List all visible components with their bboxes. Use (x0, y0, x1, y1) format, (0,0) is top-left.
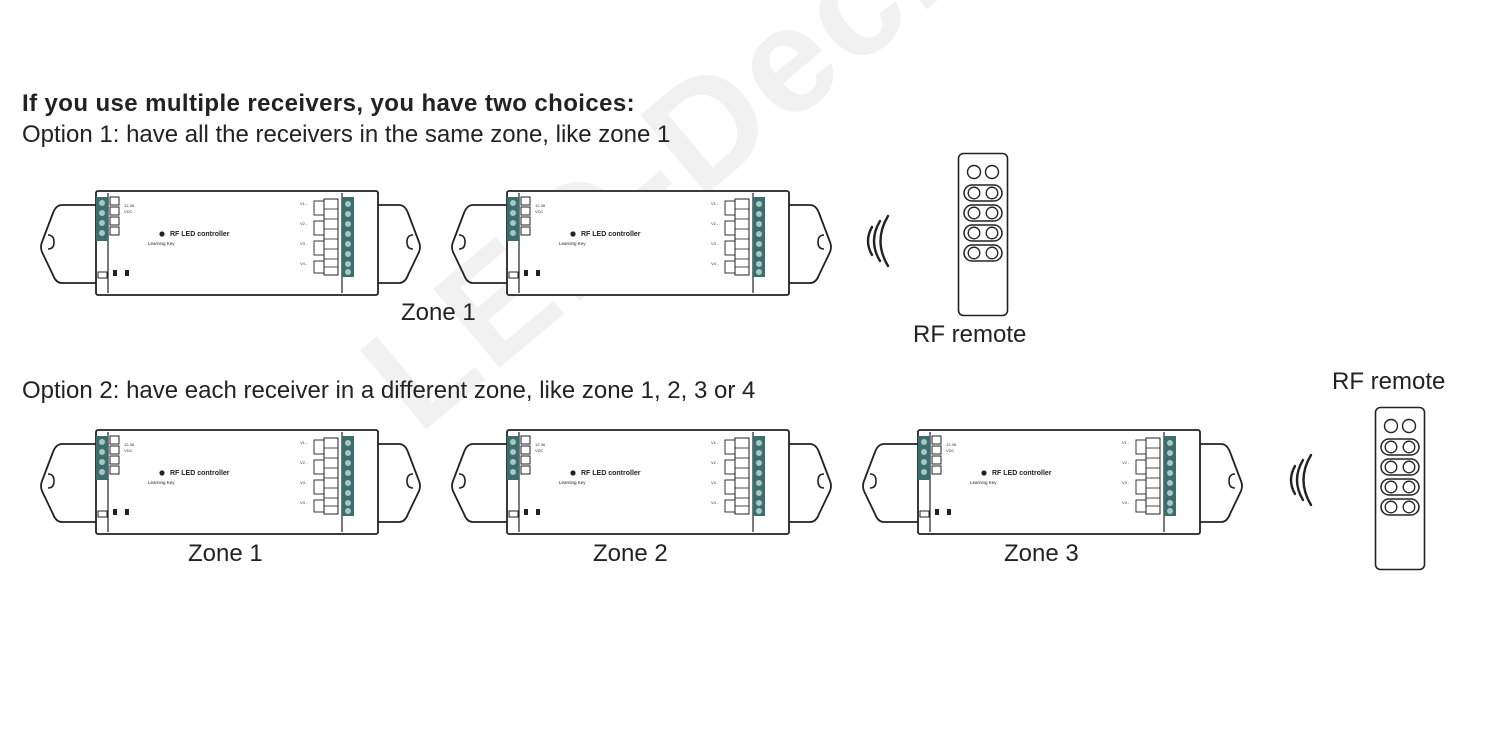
rf-led-controller-1: RF LED controller Learning Key (38, 187, 423, 297)
learning-key-label: Learning Key (970, 480, 997, 485)
wireless-signal-icon (862, 213, 896, 269)
zone-1-label: Zone 1 (188, 540, 263, 567)
wireless-signal-icon (1285, 452, 1319, 508)
rf-led-controller-2: RF LED controller Learning Key (449, 187, 834, 297)
controller-name-label: RF LED controller (581, 231, 641, 238)
rf-led-controller-zone-1: RF LED controller Learning Key (38, 426, 423, 536)
rf-led-controller-zone-2: RF LED controller Learning Key (449, 426, 834, 536)
controller-name-label: RF LED controller (992, 470, 1052, 477)
rf-remote-label: RF remote (913, 321, 1027, 348)
controller-name-label: RF LED controller (170, 470, 230, 477)
learning-key-label: Learning Key (559, 241, 586, 246)
zone-2-label: Zone 2 (593, 540, 668, 567)
rf-led-controller-zone-3: RF LED controller Learning Key (860, 426, 1245, 536)
learning-key-label: Learning Key (148, 480, 175, 485)
page-title: If you use multiple receivers, you have … (22, 90, 635, 117)
rf-remote-icon (957, 152, 1009, 317)
zone-label: Zone 1 (401, 299, 476, 326)
learning-key-label: Learning Key (559, 480, 586, 485)
option-2-text: Option 2: have each receiver in a differ… (22, 377, 756, 404)
zone-3-label: Zone 3 (1004, 540, 1079, 567)
controller-name-label: RF LED controller (170, 231, 230, 238)
option-1-text: Option 1: have all the receivers in the … (22, 121, 671, 148)
rf-remote-label: RF remote (1332, 368, 1446, 395)
learning-key-label: Learning Key (148, 241, 175, 246)
controller-name-label: RF LED controller (581, 470, 641, 477)
rf-remote-icon (1374, 406, 1426, 571)
